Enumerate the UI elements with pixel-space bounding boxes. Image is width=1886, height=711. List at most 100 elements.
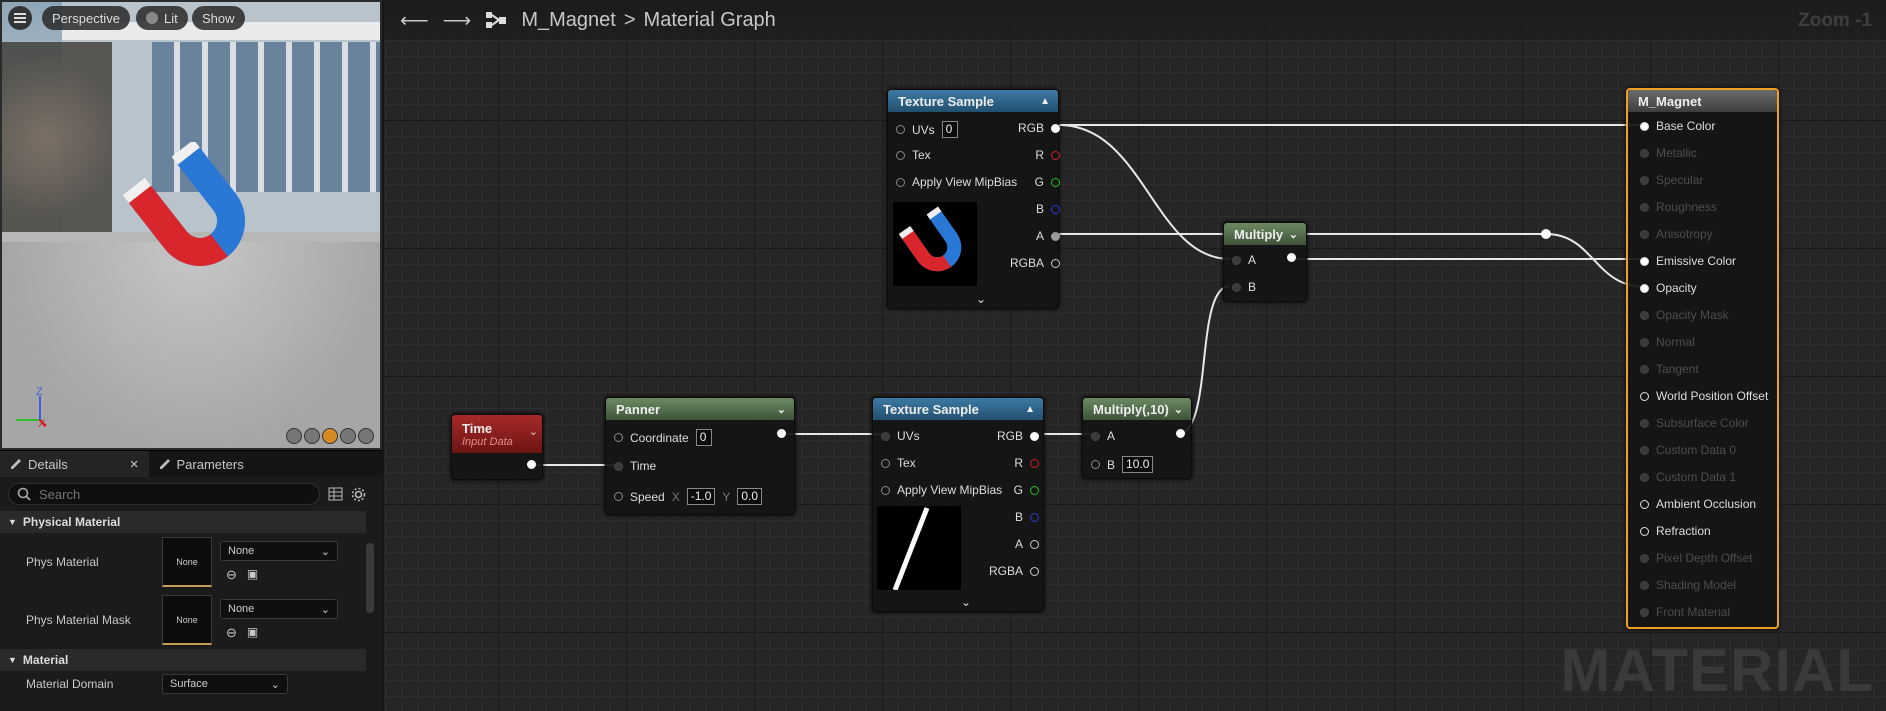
speed-y-value[interactable]: 0.0 bbox=[737, 488, 763, 505]
cylinder-preview-icon[interactable] bbox=[286, 428, 302, 444]
result-pin[interactable]: Anisotropy bbox=[1640, 227, 1713, 241]
phys-material-mask-dropdown[interactable]: None⌄ bbox=[220, 599, 338, 619]
pin-output[interactable] bbox=[777, 429, 786, 438]
pin-apply-view-mipbias[interactable]: Apply View MipBias bbox=[896, 175, 1017, 189]
node-header[interactable]: Multiply(,10)⌄ bbox=[1083, 398, 1191, 420]
result-pin[interactable]: Custom Data 1 bbox=[1640, 470, 1736, 484]
table-view-icon[interactable] bbox=[328, 487, 343, 501]
tab-parameters[interactable]: Parameters bbox=[149, 451, 254, 477]
phys-material-mask-thumbnail[interactable]: None bbox=[162, 595, 212, 645]
browse-icon[interactable]: ▣ bbox=[246, 567, 259, 581]
pin-b[interactable]: B bbox=[1015, 510, 1039, 524]
forward-arrow-icon[interactable]: ⟶ bbox=[442, 9, 472, 32]
sphere-preview-icon[interactable] bbox=[304, 428, 320, 444]
pin-g[interactable]: G bbox=[1014, 483, 1039, 497]
breadcrumb-graph[interactable]: Material Graph bbox=[643, 8, 776, 31]
node-header[interactable]: Texture Sample▲ bbox=[888, 90, 1058, 112]
lit-button[interactable]: Lit bbox=[136, 6, 188, 30]
collapse-caret-icon[interactable]: ▲ bbox=[1025, 403, 1035, 415]
use-selected-icon[interactable]: ⊖ bbox=[226, 567, 237, 582]
close-icon[interactable]: × bbox=[129, 455, 139, 473]
b-value[interactable]: 10.0 bbox=[1122, 456, 1154, 473]
coordinate-value[interactable]: 0 bbox=[695, 429, 712, 446]
result-pin[interactable]: Roughness bbox=[1640, 200, 1717, 214]
node-header[interactable]: M_Magnet bbox=[1628, 90, 1777, 112]
pin-rgb[interactable]: RGB bbox=[1018, 121, 1060, 135]
search-input[interactable] bbox=[37, 485, 297, 503]
pin-r[interactable]: R bbox=[1035, 148, 1060, 162]
show-button[interactable]: Show bbox=[192, 6, 245, 30]
result-pin[interactable]: Opacity Mask bbox=[1640, 308, 1729, 322]
pin-a[interactable]: A bbox=[1232, 253, 1256, 267]
pin-g[interactable]: G bbox=[1035, 175, 1060, 189]
gear-icon[interactable] bbox=[351, 487, 366, 502]
result-pin[interactable]: World Position Offset bbox=[1640, 389, 1768, 403]
pin-b[interactable]: B bbox=[1036, 202, 1060, 216]
pin-output[interactable] bbox=[527, 460, 536, 469]
phys-material-dropdown[interactable]: None⌄ bbox=[220, 541, 338, 561]
chevron-down-icon[interactable]: ⌄ bbox=[1173, 403, 1183, 416]
search-box[interactable] bbox=[8, 483, 320, 505]
result-pin[interactable]: Base Color bbox=[1640, 119, 1715, 133]
result-pin[interactable]: Refraction bbox=[1640, 524, 1711, 538]
pin-tex[interactable]: Tex bbox=[896, 148, 931, 162]
details-scrollbar[interactable] bbox=[366, 543, 374, 613]
back-arrow-icon[interactable]: ⟵ bbox=[400, 9, 429, 32]
pin-a[interactable]: A bbox=[1015, 537, 1039, 551]
multiply-node[interactable]: Multiply⌄ A B bbox=[1223, 222, 1307, 302]
result-pin[interactable]: Tangent bbox=[1640, 362, 1699, 376]
result-pin[interactable]: Normal bbox=[1640, 335, 1695, 349]
tab-details[interactable]: Details × bbox=[0, 451, 149, 477]
pin-a[interactable]: A bbox=[1036, 229, 1060, 243]
result-pin[interactable]: Ambient Occlusion bbox=[1640, 497, 1756, 511]
time-node[interactable]: Time Input Data ⌄ bbox=[451, 414, 543, 480]
result-pin[interactable]: Front Material bbox=[1640, 605, 1730, 619]
pin-time[interactable]: Time bbox=[614, 459, 656, 473]
expand-chevron-icon[interactable]: ⌄ bbox=[961, 595, 972, 609]
pin-rgb[interactable]: RGB bbox=[997, 429, 1039, 443]
viewport-menu-button[interactable] bbox=[8, 6, 32, 30]
use-selected-icon[interactable]: ⊖ bbox=[226, 625, 237, 640]
chevron-down-icon[interactable]: ⌄ bbox=[776, 403, 786, 416]
node-header[interactable]: Texture Sample▲ bbox=[873, 398, 1043, 420]
result-pin[interactable]: Shading Model bbox=[1640, 578, 1736, 592]
chevron-down-icon[interactable]: ⌄ bbox=[528, 426, 538, 438]
pin-apply-view-mipbias[interactable]: Apply View MipBias bbox=[881, 483, 1002, 497]
plane-preview-icon[interactable] bbox=[322, 428, 338, 444]
result-pin[interactable]: Opacity bbox=[1640, 281, 1697, 295]
pin-b[interactable]: B bbox=[1232, 280, 1256, 294]
result-pin[interactable]: Pixel Depth Offset bbox=[1640, 551, 1753, 565]
pin-output[interactable] bbox=[1287, 253, 1296, 262]
teapot-preview-icon[interactable] bbox=[358, 428, 374, 444]
collapse-caret-icon[interactable]: ▲ bbox=[1040, 95, 1050, 107]
breadcrumb-asset[interactable]: M_Magnet bbox=[521, 8, 616, 31]
section-material[interactable]: ▼ Material bbox=[0, 649, 366, 671]
pin-r[interactable]: R bbox=[1014, 456, 1039, 470]
node-header[interactable]: Time Input Data bbox=[452, 415, 542, 453]
browse-icon[interactable]: ▣ bbox=[246, 625, 259, 639]
pin-uvs[interactable]: UVs bbox=[881, 429, 920, 443]
chevron-down-icon[interactable]: ⌄ bbox=[1288, 228, 1298, 241]
material-graph[interactable]: ⟵ ⟶ M_Magnet > Material Graph Zoom -1 MA… bbox=[384, 0, 1886, 711]
pin-a[interactable]: A bbox=[1091, 429, 1115, 443]
result-pin[interactable]: Metallic bbox=[1640, 146, 1697, 160]
pin-rgba[interactable]: RGBA bbox=[989, 564, 1039, 578]
result-pin[interactable]: Specular bbox=[1640, 173, 1703, 187]
cube-preview-icon[interactable] bbox=[340, 428, 356, 444]
node-header[interactable]: Panner⌄ bbox=[606, 398, 794, 420]
expand-chevron-icon[interactable]: ⌄ bbox=[976, 292, 987, 306]
phys-material-thumbnail[interactable]: None bbox=[162, 537, 212, 587]
material-domain-dropdown[interactable]: Surface⌄ bbox=[162, 674, 288, 694]
result-pin[interactable]: Emissive Color bbox=[1640, 254, 1736, 268]
pin-rgba[interactable]: RGBA bbox=[1010, 256, 1060, 270]
result-pin[interactable]: Custom Data 0 bbox=[1640, 443, 1736, 457]
uvs-value[interactable]: 0 bbox=[941, 121, 958, 138]
pin-tex[interactable]: Tex bbox=[881, 456, 916, 470]
